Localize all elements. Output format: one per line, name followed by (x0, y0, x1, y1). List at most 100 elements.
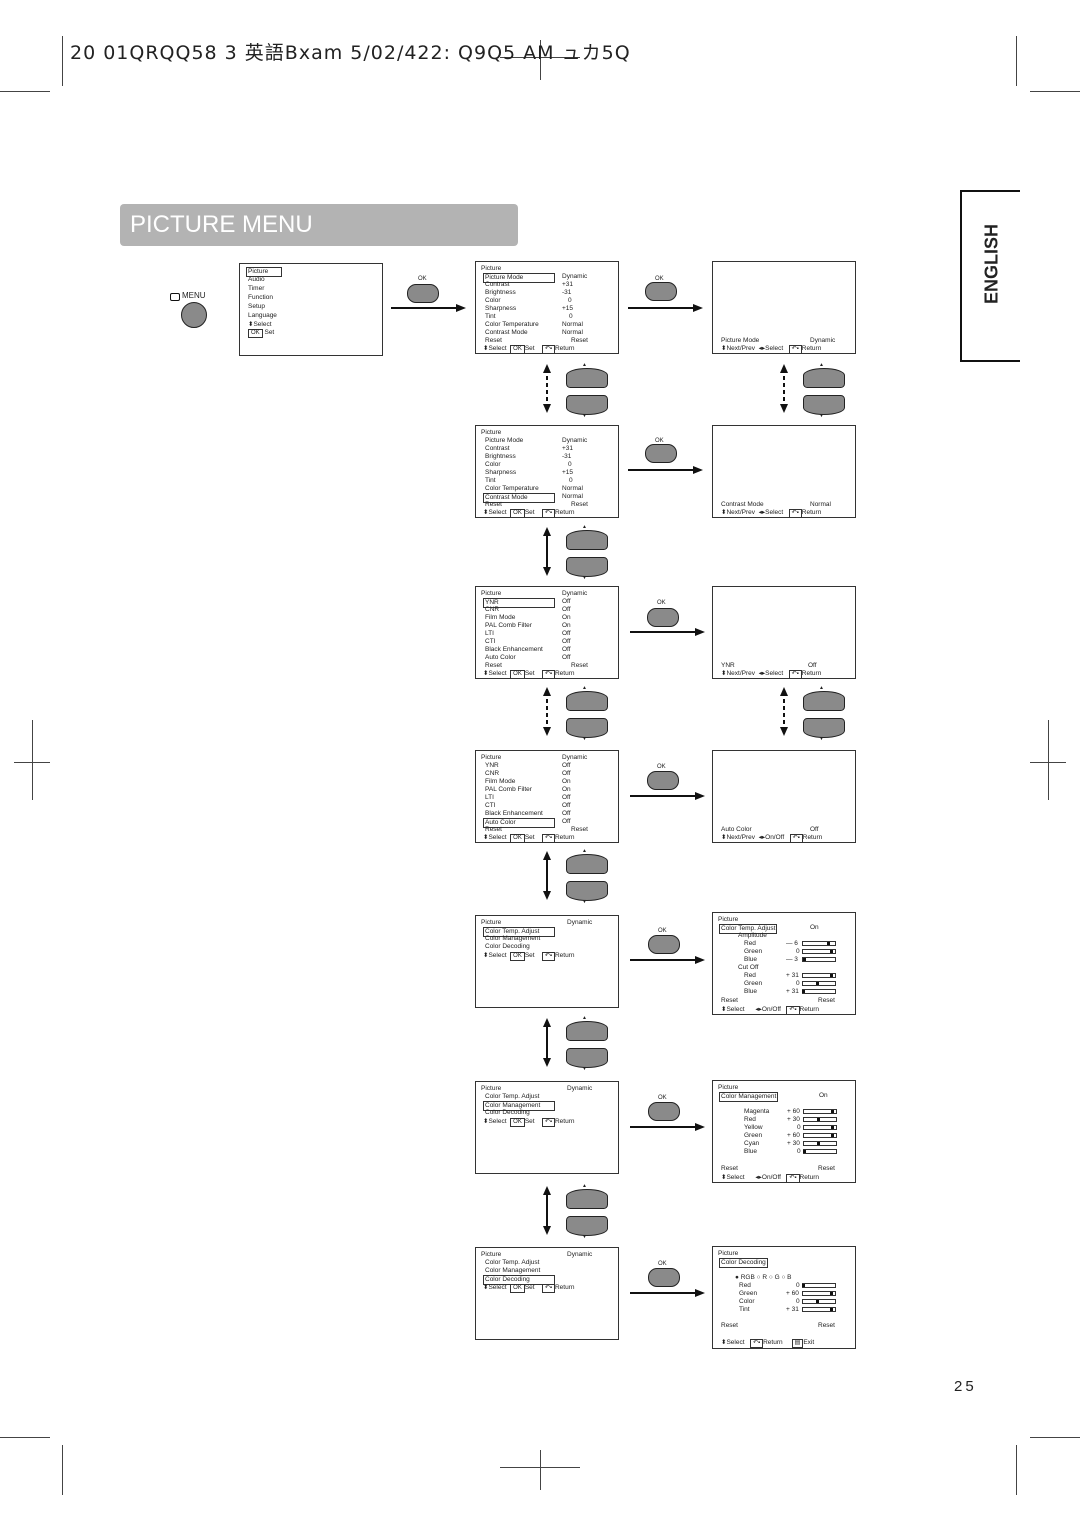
adjust-bar[interactable] (802, 1291, 836, 1296)
menu-row-label[interactable]: Color Decoding (485, 943, 530, 950)
menu-row-label[interactable]: Sharpness (485, 305, 517, 312)
adjust-bar[interactable] (802, 957, 836, 962)
menu-row-label[interactable]: YNR (485, 762, 499, 769)
down-button[interactable] (566, 881, 608, 901)
menu-row-label[interactable]: Contrast Mode (483, 493, 555, 503)
ok-button[interactable] (645, 444, 677, 463)
menu-row-label[interactable]: Brightness (485, 453, 516, 460)
menu-row-label[interactable]: Reset (485, 337, 502, 344)
down-button[interactable] (566, 1048, 608, 1068)
adjust-bar[interactable] (801, 989, 836, 994)
up-button[interactable] (566, 368, 608, 388)
up-button[interactable] (566, 1189, 608, 1209)
up-button[interactable] (803, 368, 845, 388)
menu-row-label[interactable]: Contrast (485, 281, 510, 288)
reset-label[interactable]: Reset (721, 1165, 738, 1172)
adjust-bar[interactable] (802, 973, 836, 978)
menu-row-label[interactable]: Color Temp. Adjust (485, 1093, 540, 1100)
menu-row-label[interactable]: Color (485, 461, 501, 468)
menu-row-label[interactable]: LTI (485, 794, 494, 801)
menu-row-label[interactable]: Black Enhancement (485, 646, 543, 653)
decoding-mode-options[interactable]: ● RGB ○ R ○ G ○ B (735, 1274, 792, 1281)
menu-row-label[interactable]: Auto Color (485, 654, 516, 661)
menu-row-label[interactable]: Color Temperature (485, 485, 539, 492)
down-button[interactable] (803, 395, 845, 415)
reset-label[interactable]: Reset (721, 1322, 738, 1329)
menu-row-label[interactable]: Auto Color (483, 818, 555, 828)
menu-row-label[interactable]: CNR (485, 770, 500, 777)
adjust-bar[interactable] (802, 1149, 837, 1154)
menu-row-label[interactable]: Film Mode (485, 778, 516, 785)
main-menu-item[interactable]: Timer (248, 285, 265, 292)
menu-row-label[interactable]: Color Temperature (485, 321, 539, 328)
menu-row-label[interactable]: Color Management (485, 1267, 541, 1274)
ok-button[interactable] (648, 1102, 680, 1121)
main-menu-item[interactable]: Function (248, 294, 273, 301)
ok-button[interactable] (645, 282, 677, 301)
down-button[interactable] (566, 557, 608, 577)
menu-row-label[interactable]: Color Temp. Adjust (485, 1259, 540, 1266)
menu-row-label[interactable]: CTI (485, 638, 496, 645)
ok-button[interactable] (647, 771, 679, 790)
up-button[interactable] (566, 854, 608, 874)
ok-button[interactable] (407, 284, 439, 303)
main-menu-item[interactable]: Setup (248, 303, 265, 310)
down-button[interactable] (566, 395, 608, 415)
ok-button[interactable] (647, 608, 679, 627)
menu-row-label[interactable]: Tint (485, 477, 496, 484)
adjust-bar[interactable] (803, 1125, 837, 1130)
adjust-bar[interactable] (803, 1133, 837, 1138)
menu-row-label[interactable]: PAL Comb Filter (485, 786, 532, 793)
menu-row-label[interactable]: Brightness (485, 289, 516, 296)
menu-row-label[interactable]: CNR (485, 606, 500, 613)
adjust-bar[interactable] (802, 949, 836, 954)
adjust-bar[interactable] (802, 981, 836, 986)
up-button[interactable] (566, 1021, 608, 1041)
menu-row-label[interactable]: Black Enhancement (485, 810, 543, 817)
adjust-bar[interactable] (802, 1299, 836, 1304)
main-menu-item[interactable]: Picture (246, 267, 282, 277)
menu-round-button[interactable] (181, 302, 207, 328)
menu-row-label[interactable]: Color Decoding (485, 1109, 530, 1116)
main-menu-item[interactable]: Language (248, 312, 277, 319)
menu-row-label[interactable]: Color Management (483, 1101, 555, 1111)
menu-row-label[interactable]: Tint (485, 313, 496, 320)
down-button[interactable] (566, 1216, 608, 1236)
up-button[interactable] (566, 530, 608, 550)
menu-row-label[interactable]: Color Management (485, 935, 541, 942)
menu-row-label[interactable]: LTI (485, 630, 494, 637)
menu-row-label[interactable]: Sharpness (485, 469, 517, 476)
menu-row-label[interactable]: Contrast (485, 445, 510, 452)
ok-button[interactable] (648, 935, 680, 954)
adjust-bar[interactable] (802, 1307, 836, 1312)
down-button[interactable] (803, 718, 845, 738)
bar-indicator (816, 1300, 819, 1303)
main-menu-item[interactable]: Audio (248, 276, 265, 283)
adjust-bar[interactable] (802, 941, 836, 946)
adjust-bar[interactable] (803, 1117, 837, 1122)
adjust-bar[interactable] (803, 1109, 837, 1114)
menu-row-label[interactable]: Film Mode (485, 614, 516, 621)
menu-row-label[interactable]: Reset (485, 826, 502, 833)
up-button[interactable] (566, 691, 608, 711)
ok-key-icon: OK (248, 329, 263, 338)
down-button[interactable] (566, 718, 608, 738)
menu-row-label[interactable]: Reset (485, 501, 502, 508)
ok-button[interactable] (648, 1268, 680, 1287)
reset-label[interactable]: Reset (721, 997, 738, 1004)
menu-row-label[interactable]: Color (485, 297, 501, 304)
adjust-value: — 6 (786, 940, 798, 947)
adjust-bar[interactable] (801, 1283, 836, 1288)
adjust-bar[interactable] (803, 1141, 837, 1146)
menu-row-label[interactable]: Picture Mode (485, 437, 524, 444)
menu-row-label[interactable]: Color Temp. Adjust (483, 927, 555, 937)
menu-row-label[interactable]: PAL Comb Filter (485, 622, 532, 629)
menu-row-label[interactable]: Picture Mode (483, 273, 555, 283)
up-button[interactable] (803, 691, 845, 711)
sub-value: Off (808, 662, 817, 669)
menu-row-label[interactable]: Contrast Mode (485, 329, 528, 336)
menu-row-label[interactable]: YNR (483, 598, 555, 608)
menu-row-label[interactable]: Reset (485, 662, 502, 669)
color-temp-adjust-screen: Picture Color Temp. Adjust On Amplitude … (712, 912, 856, 1015)
menu-row-label[interactable]: CTI (485, 802, 496, 809)
